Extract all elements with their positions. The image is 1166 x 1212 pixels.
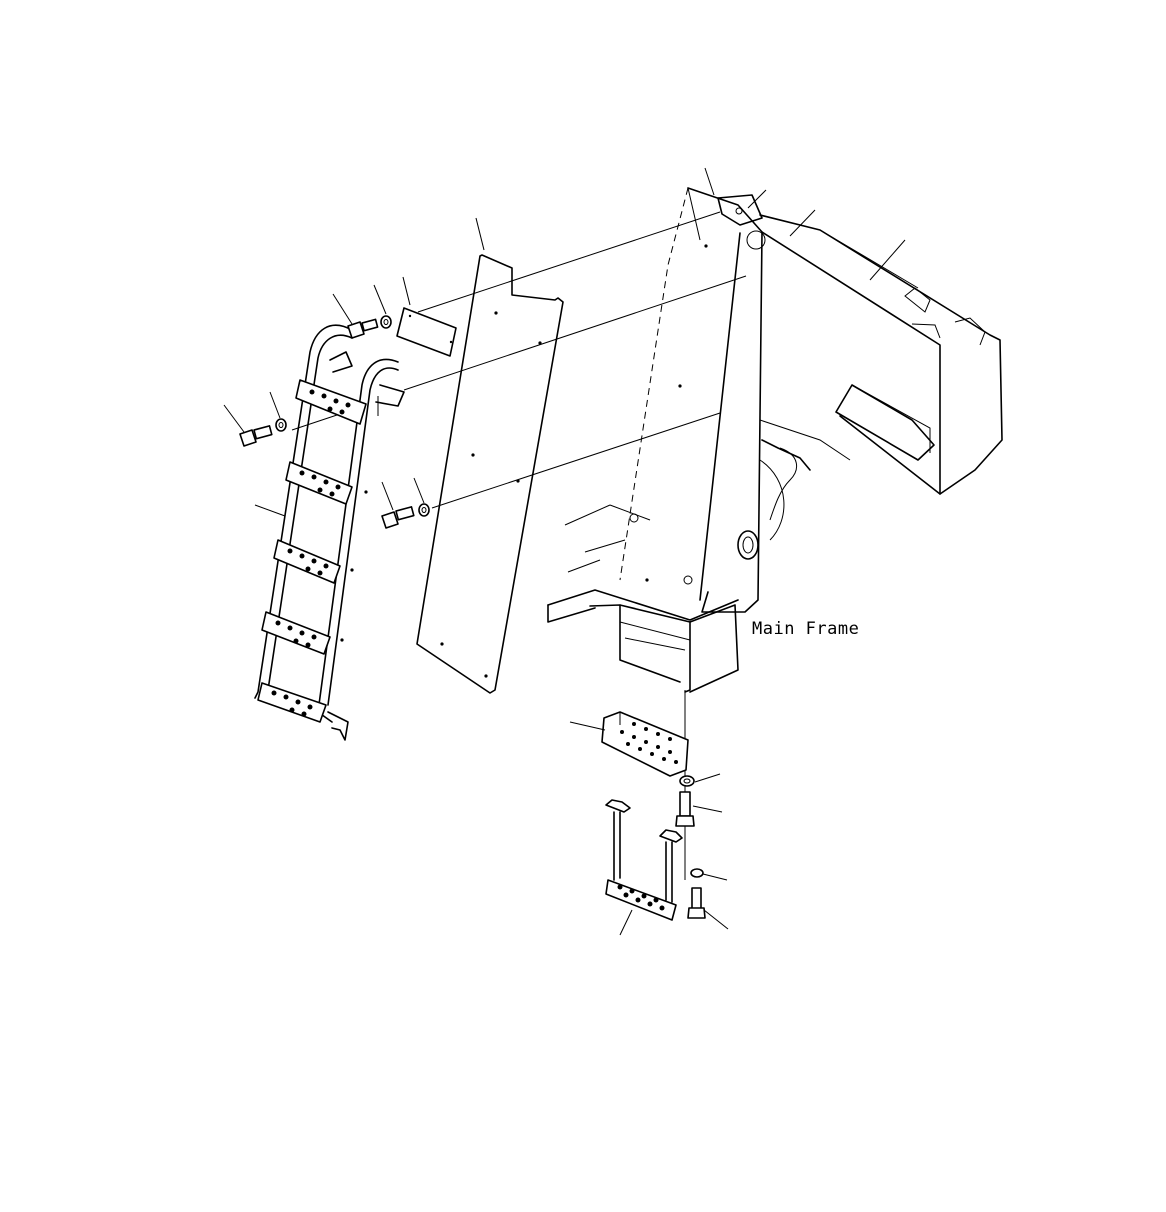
ladder-step-1 — [295, 379, 367, 425]
bolt-5 — [687, 887, 706, 919]
bolt-1 — [347, 318, 379, 339]
bolt-4 — [675, 791, 695, 827]
bolt-2 — [239, 425, 273, 447]
ladder-step-3 — [273, 539, 341, 584]
ladder-step-4 — [261, 611, 331, 655]
ladder-step-5 — [257, 682, 327, 723]
washer-1 — [380, 315, 392, 329]
leader-lines — [223, 167, 816, 936]
main-frame-label: Main Frame — [752, 619, 860, 639]
washer-5 — [690, 868, 704, 878]
hanging-step — [605, 799, 683, 921]
ladder-assembly — [254, 324, 405, 741]
washer-3 — [418, 503, 430, 517]
small-cover-plate — [396, 307, 457, 357]
bolt-3 — [381, 506, 415, 529]
main-frame-structure — [547, 187, 1003, 693]
upper-step-plate — [601, 711, 689, 777]
washer-2 — [275, 418, 287, 432]
washer-4 — [679, 775, 695, 787]
ladder-step-2 — [285, 461, 353, 505]
